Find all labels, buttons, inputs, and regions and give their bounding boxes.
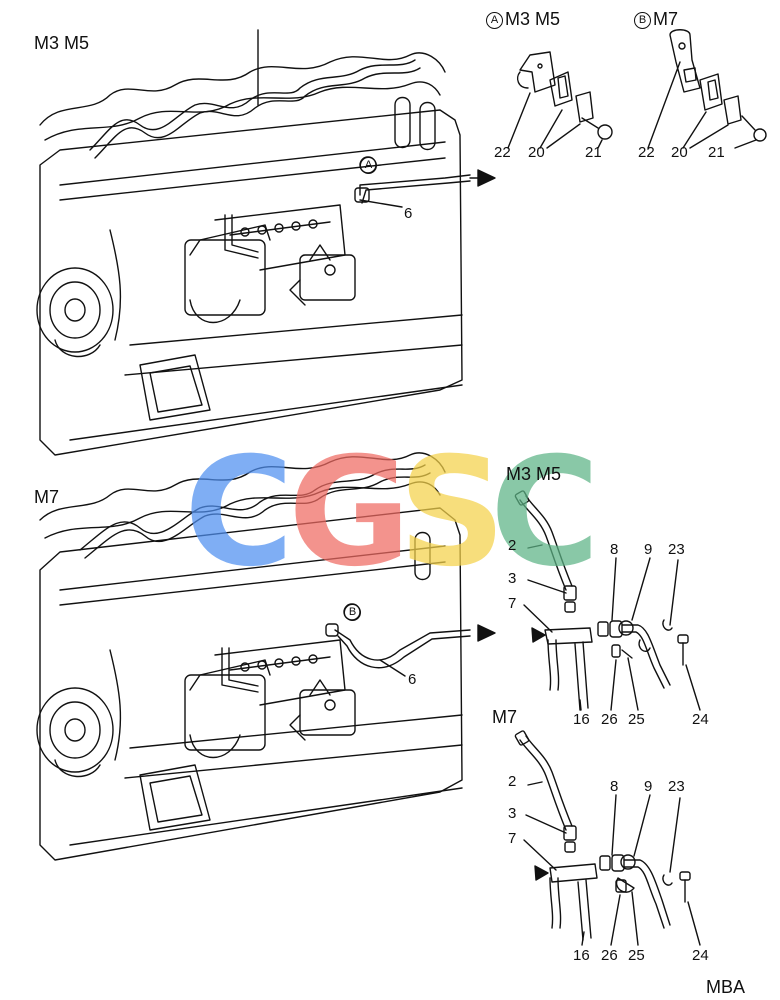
detail-b-bracket-set — [647, 29, 767, 149]
detail-b-marker: B — [634, 11, 651, 29]
engine-top-marker-circle: A — [360, 157, 377, 174]
fitting-upper-callout-26: 26 — [601, 711, 618, 728]
section-label-top: M3 M5 — [34, 33, 90, 53]
diagram-code: MBA — [706, 977, 746, 997]
fitting-lower-callout-2: 2 — [508, 773, 517, 790]
detail-a-callout-21: 21 — [585, 144, 602, 161]
detail-a-callout-20: 20 — [528, 144, 545, 161]
fitting-lower-callout-25: 25 — [628, 947, 645, 964]
fitting-lower-callout-7: 7 — [508, 830, 517, 847]
fitting-lower-callout-26: 26 — [601, 947, 618, 964]
detail-a-variant: M3 M5 — [505, 9, 561, 29]
fitting-lower-label: M7 — [492, 707, 518, 727]
fitting-upper-callout-8: 8 — [610, 541, 619, 558]
detail-b-callout-20: 20 — [671, 144, 688, 161]
fitting-lower-exploded — [514, 730, 701, 946]
fitting-lower-callout-3: 3 — [508, 805, 517, 822]
fitting-upper-callout-23: 23 — [668, 541, 685, 558]
engine-top-marker: A — [360, 157, 379, 174]
engine-bottom-marker-circle: B — [344, 604, 361, 621]
detail-b-variant: M7 — [653, 9, 679, 29]
fitting-upper-exploded — [514, 490, 701, 711]
fitting-upper-callout-9: 9 — [644, 541, 653, 558]
engine-top-pipe-callout: 6 — [404, 205, 413, 222]
detail-a-bracket-set — [507, 51, 613, 149]
fitting-upper-callout-25: 25 — [628, 711, 645, 728]
watermark-letter-4: C — [490, 426, 601, 600]
detail-a-marker: A — [486, 11, 503, 29]
detail-b-callout-21: 21 — [708, 144, 725, 161]
fitting-upper-callout-24: 24 — [692, 711, 709, 728]
fitting-upper-callout-2: 2 — [508, 537, 517, 554]
fitting-lower-callout-24: 24 — [692, 947, 709, 964]
fitting-lower-callout-16: 16 — [573, 947, 590, 964]
section-label-bottom: M7 — [34, 487, 60, 507]
engine-top-illustration — [36, 29, 496, 456]
fitting-lower-callout-9: 9 — [644, 778, 653, 795]
detail-a-callout-22: 22 — [494, 144, 511, 161]
watermark-letter-2: G — [288, 426, 412, 600]
fitting-upper-label: M3 M5 — [506, 464, 562, 484]
detail-b-callout-22: 22 — [638, 144, 655, 161]
fitting-upper-callout-7: 7 — [508, 595, 517, 612]
watermark-letter-1: C — [184, 426, 295, 600]
fitting-lower-callout-23: 23 — [668, 778, 685, 795]
fitting-lower-callout-8: 8 — [610, 778, 619, 795]
fitting-upper-callout-16: 16 — [573, 711, 590, 728]
engine-bottom-illustration — [36, 452, 496, 861]
fitting-upper-callout-3: 3 — [508, 570, 517, 587]
engine-bottom-marker: B — [344, 604, 363, 621]
watermark-letter-3: S — [398, 426, 507, 600]
engine-bottom-pipe-callout: 6 — [408, 671, 417, 688]
